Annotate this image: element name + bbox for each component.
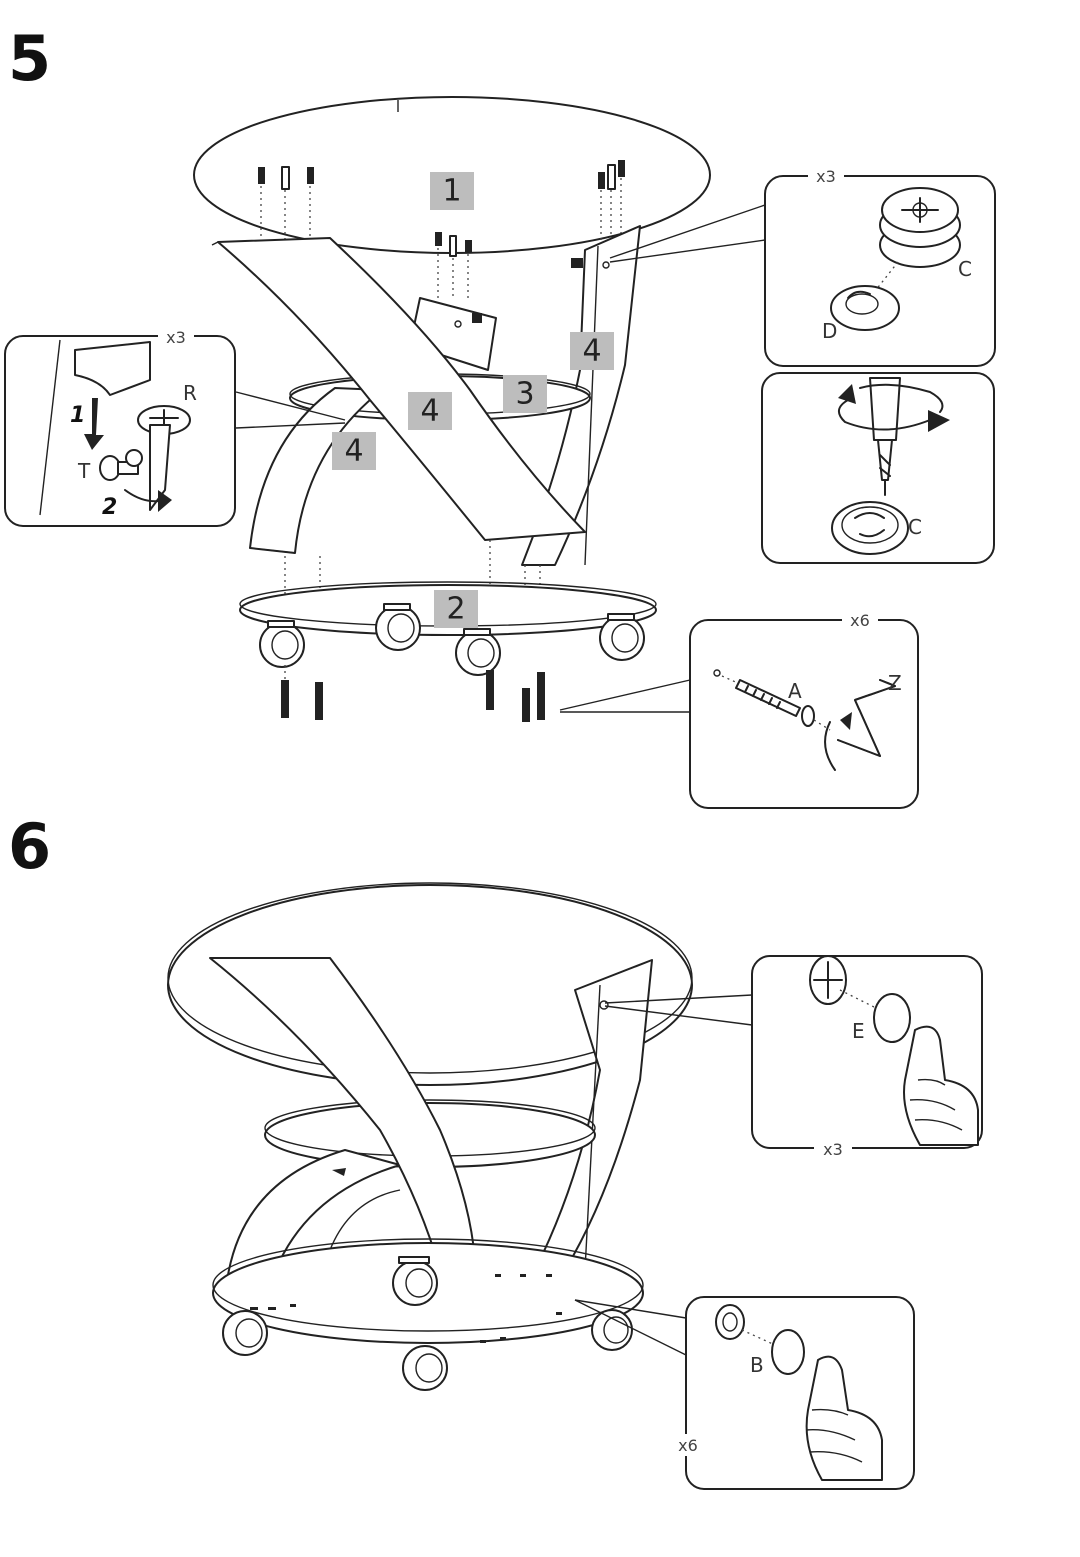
- callout-cam-lock: x3 C D: [764, 166, 996, 367]
- bolt-icon: [735, 679, 815, 727]
- cam-bolt-icon: [99, 449, 143, 481]
- label-z: Z: [888, 671, 902, 695]
- cover-cap-icon: [771, 1329, 805, 1375]
- step-number-6: 6: [8, 810, 51, 883]
- qty-label: x3: [816, 167, 836, 186]
- part-tag-4-right: 4: [570, 332, 614, 370]
- svg-text:3: 3: [515, 377, 534, 412]
- svg-text:4: 4: [344, 434, 363, 469]
- svg-text:4: 4: [420, 394, 439, 429]
- step-arrow-1: 1: [70, 403, 85, 428]
- step-5-main-illustration: 1 4 4 3 4 2: [193, 96, 711, 722]
- step-number-5: 5: [8, 22, 51, 95]
- caster-wheels-assembled: [222, 1256, 633, 1391]
- cover-cap-icon: [873, 993, 911, 1043]
- cam-lock-icon: [879, 187, 961, 268]
- svg-text:4: 4: [582, 334, 601, 369]
- rotate-arrow-icon: [837, 383, 950, 432]
- allen-key-icon: [824, 679, 896, 771]
- cam-head-icon: [809, 955, 847, 1005]
- hand-icon: [903, 1025, 979, 1146]
- qty-label: x6: [678, 1436, 698, 1455]
- leg-front-crossing: [217, 237, 586, 541]
- qty-label: x3: [166, 328, 186, 347]
- label-d: D: [822, 319, 837, 343]
- callout-cover-caps-bottom: x6 B: [670, 1296, 915, 1490]
- svg-text:2: 2: [446, 592, 465, 627]
- step-6-main-illustration: [167, 882, 693, 1391]
- label-b: B: [750, 1353, 764, 1377]
- step-arrow-2: 2: [102, 495, 117, 520]
- base-holes: [250, 1274, 562, 1343]
- label-t: T: [77, 459, 91, 483]
- qty-label: x6: [850, 611, 870, 630]
- hand-icon: [805, 1355, 883, 1481]
- label-e: E: [852, 1019, 865, 1043]
- label-c-turn: C: [908, 515, 922, 539]
- arrow-curve-icon: [124, 489, 172, 512]
- part-tag-4-left: 4: [332, 432, 376, 470]
- callout-cover-caps-top: x3 E: [751, 955, 983, 1159]
- callout-cam-insert: x3 R T 1 2: [4, 328, 236, 527]
- callout-bolts: x6 A Z: [689, 610, 919, 809]
- qty-label: x3: [823, 1140, 843, 1159]
- label-c: C: [958, 257, 972, 281]
- bolts-under-base: [281, 665, 545, 722]
- label-a: A: [788, 679, 802, 703]
- label-r: R: [183, 381, 197, 405]
- part-tag-1: 1: [430, 172, 474, 210]
- step-6-callout-leaders: [574, 994, 753, 1356]
- step-5-callout-leaders: [235, 204, 766, 713]
- part-tag-2: 2: [434, 590, 478, 628]
- washer-icon: [715, 1304, 745, 1340]
- callout-cam-turn: C: [761, 372, 995, 564]
- tabletop-fittings: [258, 160, 625, 257]
- cam-dowel-icon: [830, 285, 900, 331]
- screwdriver-icon: [869, 377, 901, 496]
- cam-top-icon: [831, 501, 909, 555]
- part-tag-4-center: 4: [408, 392, 452, 430]
- svg-text:1: 1: [442, 174, 461, 209]
- caster-wheels: [259, 603, 645, 676]
- arrow-down-icon: [84, 398, 104, 450]
- part-tag-3: 3: [503, 375, 547, 413]
